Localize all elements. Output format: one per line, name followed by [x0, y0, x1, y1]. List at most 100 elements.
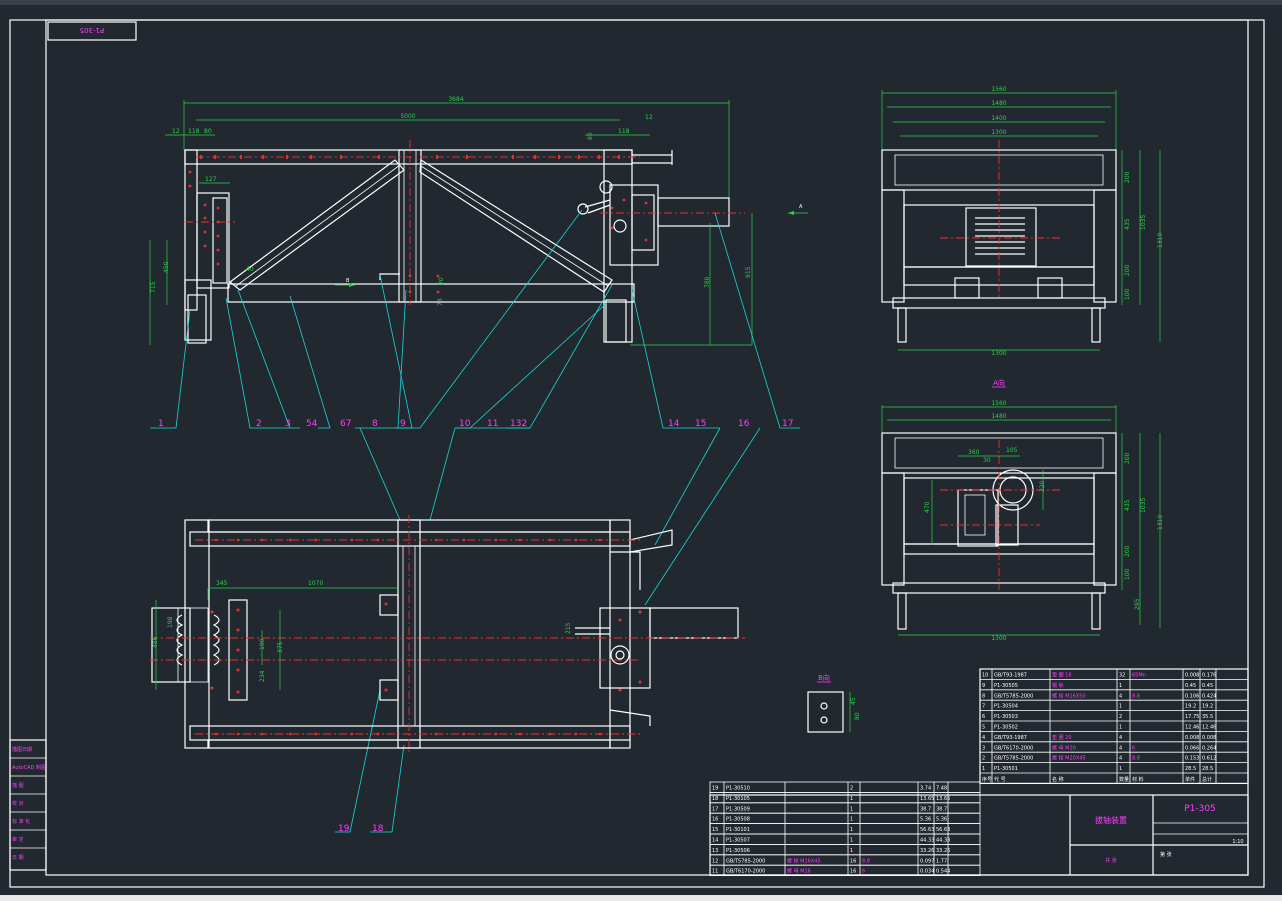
bom-right-cell: 4: [982, 735, 985, 741]
bom-right-header: 数量: [1119, 776, 1129, 783]
dim-side2-470: 470: [924, 501, 931, 513]
strip-cell-4: 标 准 化: [12, 818, 30, 825]
title-company: 共 张: [1105, 857, 1117, 864]
bom-right-cell: 4: [1119, 735, 1122, 741]
bom-left-cell: 18: [712, 796, 718, 802]
bolt-hole: [236, 538, 240, 542]
dim-side2-1300: 1300: [991, 635, 1006, 642]
dim-front-20: 20: [438, 277, 445, 285]
bolt-mark: [262, 155, 264, 159]
bolt-hole: [518, 732, 522, 736]
strip-cell-5: 审 定: [12, 836, 24, 843]
bom-right-cell: 9: [982, 683, 985, 689]
dim-front-715: 715: [150, 281, 157, 293]
bolt-hole: [288, 732, 292, 736]
dim-front-40: 40: [246, 266, 254, 273]
dim-side-1310: 1310: [1157, 233, 1164, 248]
bom-right-cell: 28.5: [1202, 766, 1213, 772]
bolt-hole: [216, 220, 220, 224]
dim-plan-198: 198: [167, 616, 174, 628]
bom-right-cell: P1-30505: [994, 683, 1018, 689]
view-arrow-a-label: A: [799, 204, 803, 210]
dim-plan-234: 234: [259, 670, 266, 682]
bolt-hole: [216, 262, 220, 266]
strip-cell-1: AutoCAD 制图: [12, 764, 46, 771]
title-sheet: 第 张: [1160, 851, 1172, 858]
dim-side2-100: 100: [1124, 568, 1131, 580]
bolt-hole: [203, 244, 207, 248]
bom-right-cell: P1-30504: [994, 704, 1018, 710]
bom-left-cell: 螺 母 M16: [787, 868, 811, 875]
bolt-hole: [214, 732, 218, 736]
bolt-hole: [236, 628, 240, 632]
bom-left-cell: 2: [850, 786, 853, 792]
bolt-hole: [610, 206, 614, 210]
bolt-hole: [384, 688, 388, 692]
bolt-hole: [350, 538, 354, 542]
bom-left-cell: 0.097: [920, 858, 934, 864]
title-scale: 1:10: [1232, 839, 1243, 845]
bolt-mark: [340, 155, 342, 159]
dim-side-100: 100: [1124, 288, 1131, 300]
bom-left-cell: P1-30510: [726, 786, 750, 792]
bom-right-cell: 1: [1119, 704, 1122, 710]
bolt-mark: [378, 155, 380, 159]
bom-left-cell: 1: [850, 827, 853, 833]
bom-right-cell: 垫 圈 20: [1052, 734, 1072, 741]
dim-front-450: 450: [163, 261, 170, 273]
bom-left-cell: P1-30509: [726, 806, 750, 812]
bom-right-cell: 0.45: [1185, 683, 1196, 689]
bom-left-cell: 44.33: [920, 838, 934, 844]
toolbar-strip: [0, 0, 1282, 5]
bom-right-cell: 钢 板: [1052, 682, 1064, 689]
bom-right-cell: GB/T5785-2000: [994, 693, 1033, 699]
balloon-labels: 1 2 3 54 67 8 9 10 11 132 14 15 16 17 19…: [158, 419, 793, 834]
dim-detail-80: 80: [854, 712, 861, 720]
bom-left-cell: 16: [712, 817, 718, 823]
dim-detail-45: 45: [850, 697, 857, 705]
strip-cell-6: 日 期: [12, 855, 24, 861]
bom-left-cell: 3.74: [920, 786, 931, 792]
dim-side-1480: 1480: [991, 100, 1006, 107]
balloon-18: 18: [372, 824, 384, 834]
bolt-hole: [210, 686, 214, 690]
bom-left-cell: 13: [712, 848, 718, 854]
bolt-hole: [216, 206, 220, 210]
bom-right-cell: P1-30501: [994, 766, 1018, 772]
bom-right-cell: 6: [982, 714, 985, 720]
bom-right-cell: P1-30502: [994, 725, 1018, 731]
bolt-hole: [216, 234, 220, 238]
dim-side-1300-bottom: 1300: [991, 350, 1006, 357]
bom-right-cell: 0.008: [1185, 673, 1199, 679]
horizontal-scrollbar[interactable]: [0, 895, 1282, 901]
bom-left-cell: 15: [712, 827, 718, 833]
bom-right-cell: 螺 母 M20: [1052, 744, 1076, 751]
dim-side-1560: 1560: [991, 86, 1006, 93]
bom-left-cell: 16: [850, 869, 856, 875]
bolt-hole: [214, 538, 218, 542]
bolt-hole: [408, 290, 412, 294]
bolt-mark: [214, 155, 216, 159]
bom-left-cell: 33.26: [936, 848, 950, 854]
bolt-hole: [350, 732, 354, 736]
bom-right-cell: 8.8: [1132, 756, 1140, 762]
dim-front-80-left: 80: [204, 128, 212, 135]
bom-left-cell: 7.48: [936, 786, 947, 792]
bom-right-cell: 7: [982, 704, 985, 710]
bolt-hole: [598, 732, 602, 736]
leader-lines: [150, 209, 800, 833]
bolt-hole: [210, 610, 214, 614]
bom-right-cell: 垫 圈 16: [1052, 672, 1072, 679]
dim-front-118-right: 118: [618, 128, 630, 135]
bolt-mark: [512, 155, 514, 159]
front-view: 3684 5000 12 118 80 12 80 118 127: [149, 96, 808, 346]
bom-right-cell: 10: [982, 673, 988, 679]
detail-b-view: B向 45 80: [807, 673, 861, 733]
bom-right-cell: 0.612: [1202, 756, 1216, 762]
bom-right-cell: 35.5: [1202, 714, 1213, 720]
dim-side2-200-a: 200: [1124, 452, 1131, 464]
bom-right-cell: 3: [982, 745, 985, 751]
